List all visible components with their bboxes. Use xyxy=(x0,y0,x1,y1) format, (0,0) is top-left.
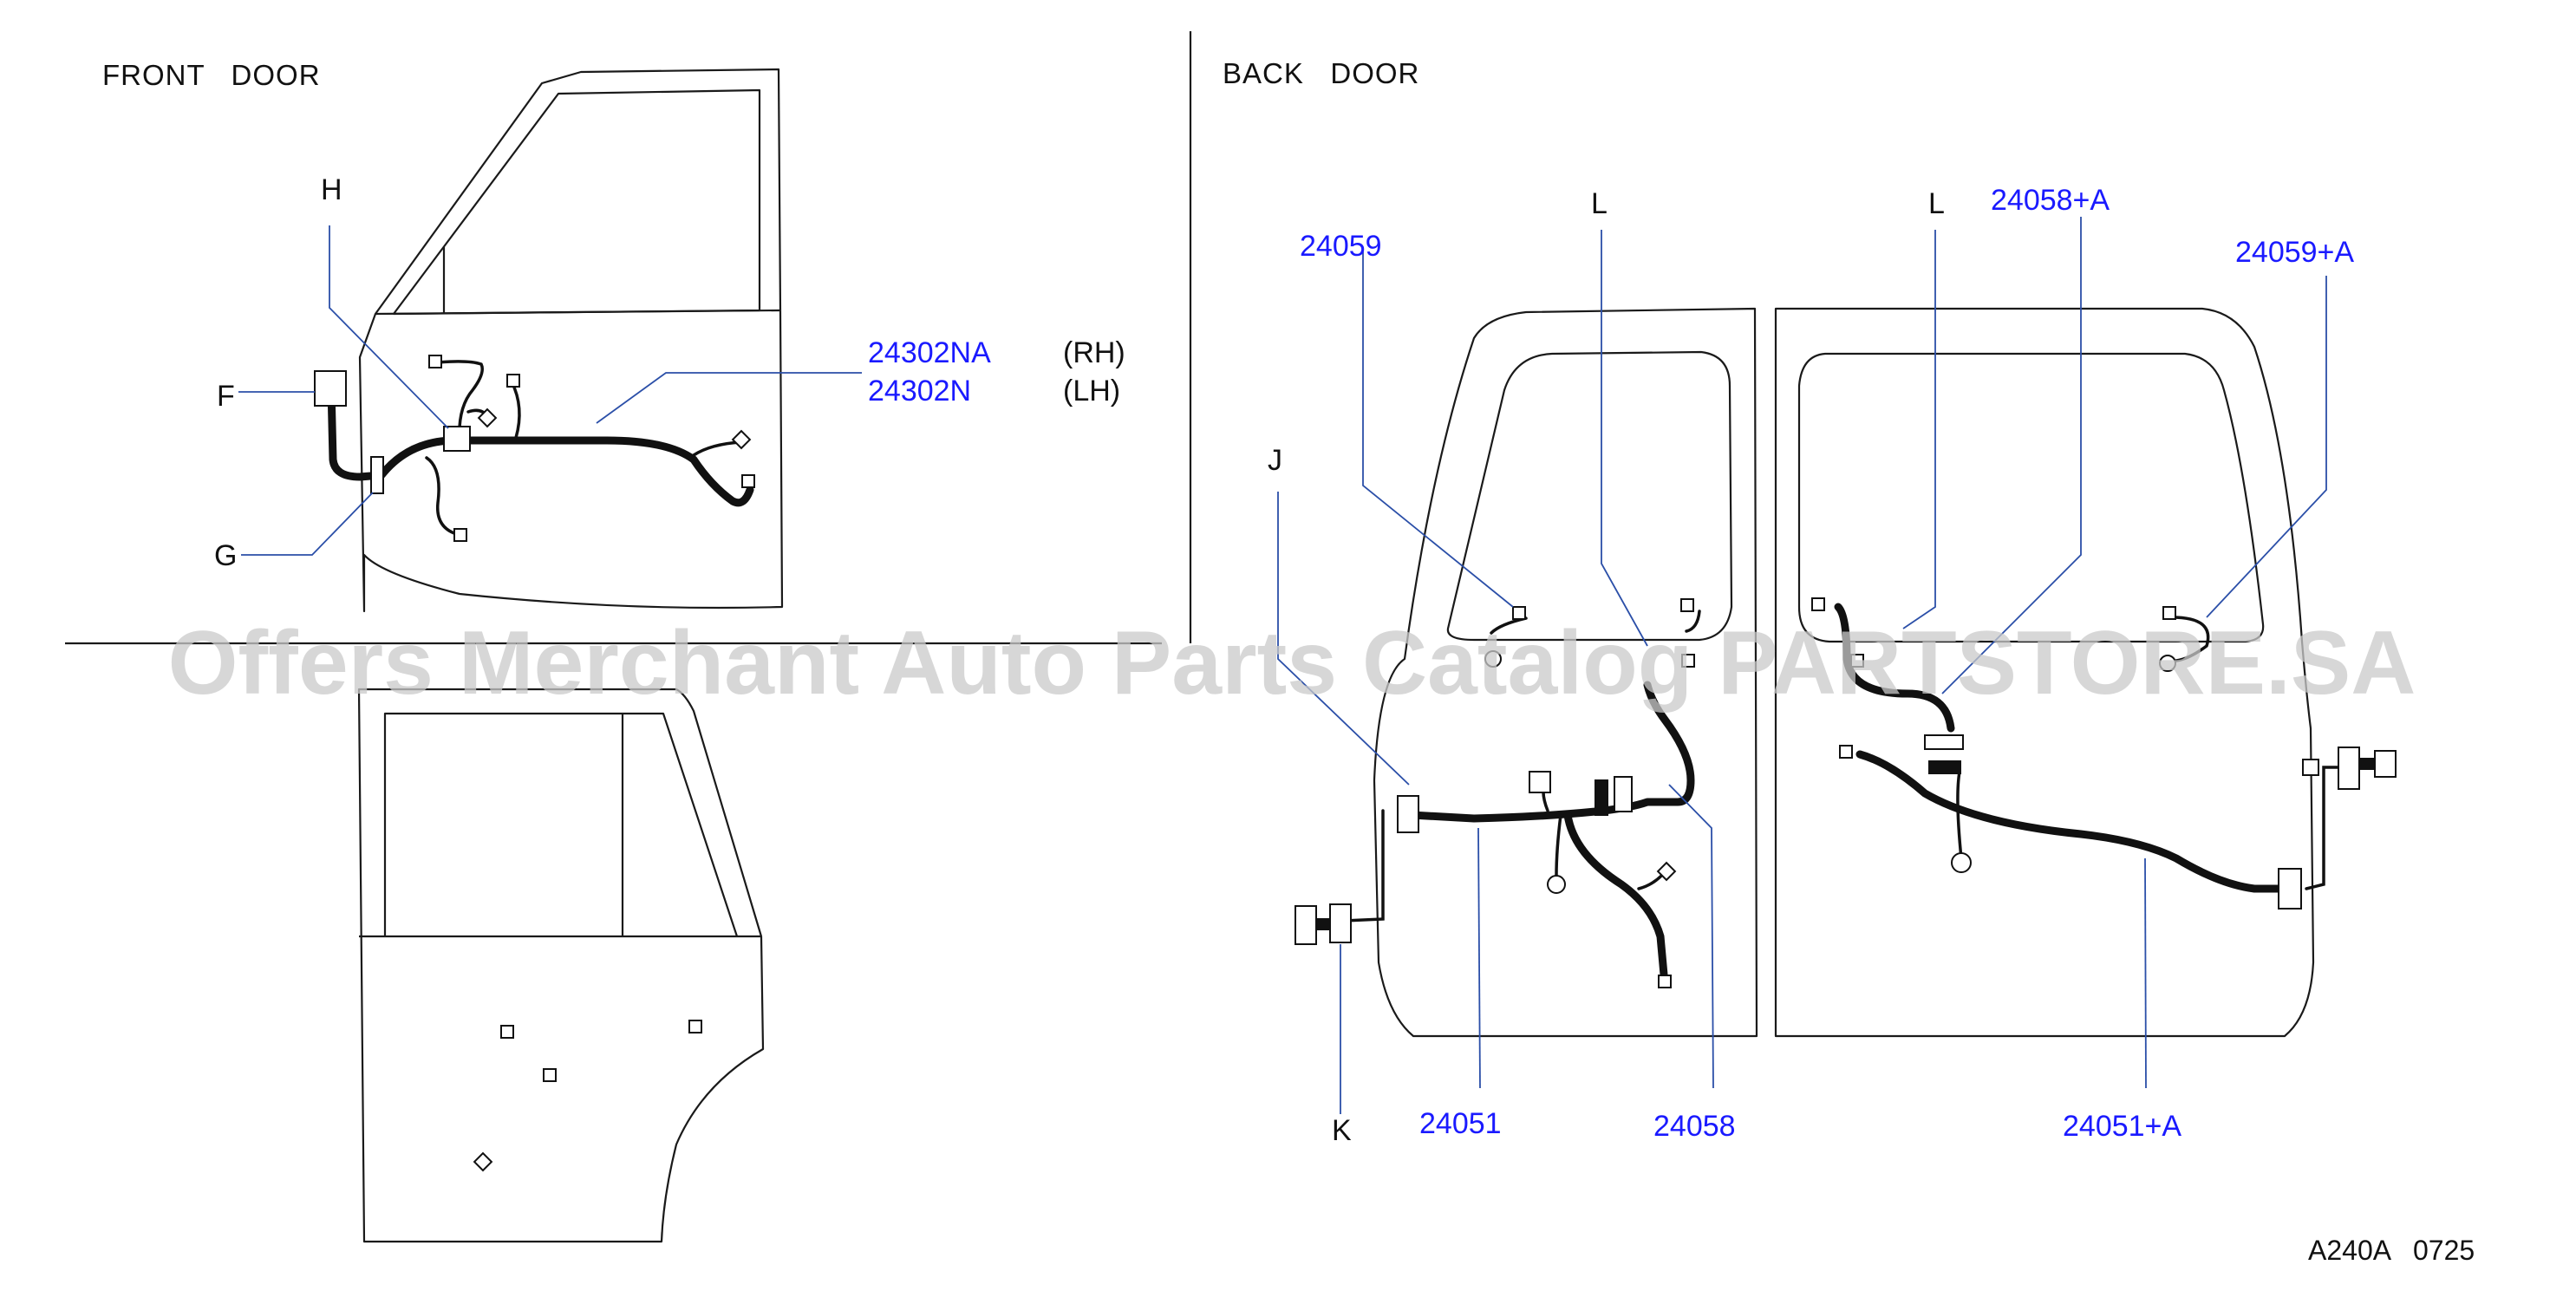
connector-k-inner xyxy=(1329,903,1352,943)
back-door-title: BACK DOOR xyxy=(1223,57,1419,89)
back-door-right-illustration xyxy=(1774,307,2315,1038)
part-24058a[interactable]: 24058+A xyxy=(1991,184,2110,217)
side-rh: (RH) xyxy=(1063,336,1125,369)
diagram-code: A240A 0725 xyxy=(2308,1235,2475,1266)
rear-side-door-illustration xyxy=(357,688,765,1243)
connector-f xyxy=(314,370,347,407)
callout-l-left: L xyxy=(1591,187,1608,220)
connector-g xyxy=(370,456,384,494)
back-door-left-illustration xyxy=(1373,307,1758,1038)
front-door-title: FRONT DOOR xyxy=(102,59,321,91)
front-door-leaders xyxy=(238,225,862,556)
part-24302n[interactable]: 24302N xyxy=(868,375,971,408)
part-24051[interactable]: 24051 xyxy=(1419,1107,1502,1140)
callout-g: G xyxy=(214,539,237,572)
watermark: Offers Merchant Auto Parts Catalog PARTS… xyxy=(168,613,2416,714)
callout-f: F xyxy=(217,380,235,413)
part-24302na[interactable]: 24302NA xyxy=(868,336,991,369)
part-24059[interactable]: 24059 xyxy=(1300,230,1382,263)
front-door-connectors xyxy=(314,355,755,542)
callout-l-right: L xyxy=(1928,187,1945,220)
callout-h: H xyxy=(321,173,342,206)
part-24059a[interactable]: 24059+A xyxy=(2235,236,2354,269)
front-door-harness xyxy=(327,360,754,537)
front-door-illustration xyxy=(358,68,784,613)
connector-k-outer xyxy=(1295,905,1317,945)
callout-j: J xyxy=(1268,444,1282,477)
connector-h xyxy=(443,426,471,452)
callout-k: K xyxy=(1332,1114,1352,1147)
part-24051a[interactable]: 24051+A xyxy=(2063,1110,2181,1143)
part-24058[interactable]: 24058 xyxy=(1653,1110,1736,1143)
back-door-leaders xyxy=(1277,217,2327,1114)
connector-j xyxy=(1397,795,1419,833)
side-lh: (LH) xyxy=(1063,375,1120,408)
back-door-right-harness xyxy=(1834,603,2343,893)
back-door-connectors xyxy=(1295,597,2397,988)
